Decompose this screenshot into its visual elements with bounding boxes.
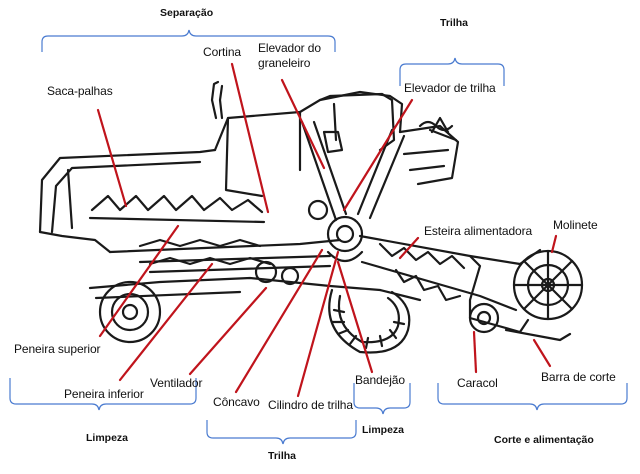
label-bandejao: Bandejão bbox=[355, 373, 405, 387]
label-elevador-trilha: Elevador de trilha bbox=[404, 81, 496, 95]
pointer-saca-palhas bbox=[96, 108, 128, 208]
pointer-concavo bbox=[234, 248, 324, 394]
pointer-elevador-graneleiro bbox=[280, 78, 326, 170]
pointer-peneira-superior bbox=[98, 224, 180, 338]
label-molinete: Molinete bbox=[553, 218, 598, 232]
pointer-ventilador bbox=[188, 286, 268, 376]
group-title-trilha-bottom: Trilha bbox=[268, 450, 297, 462]
pointer-cilindro bbox=[296, 250, 340, 398]
pointer-bandejao bbox=[336, 260, 374, 374]
label-cortina: Cortina bbox=[203, 45, 241, 59]
pointer-peneira-inferior bbox=[118, 262, 214, 382]
bracket-corte bbox=[437, 383, 628, 411]
bracket-limpeza-mid bbox=[353, 383, 411, 415]
bracket-trilha-top bbox=[399, 57, 505, 86]
label-peneira-superior: Peneira superior bbox=[14, 342, 101, 356]
group-title-corte: Corte e alimentação bbox=[494, 434, 594, 446]
group-title-separacao: Separação bbox=[160, 7, 214, 19]
label-caracol: Caracol bbox=[457, 376, 498, 390]
pointer-molinete bbox=[550, 234, 558, 254]
bracket-separacao bbox=[41, 29, 336, 52]
label-barra-corte: Barra de corte bbox=[541, 370, 616, 384]
bracket-trilha-bottom bbox=[206, 420, 357, 445]
bracket-limpeza-left bbox=[9, 378, 197, 411]
pointer-cortina bbox=[230, 62, 270, 214]
group-title-limpeza-mid: Limpeza bbox=[362, 424, 405, 436]
pointer-lines bbox=[96, 62, 558, 398]
label-ventilador: Ventilador bbox=[150, 376, 203, 390]
group-title-trilha-top: Trilha bbox=[440, 17, 469, 29]
label-esteira-alimentadora: Esteira alimentadora bbox=[424, 224, 533, 238]
label-concavo: Côncavo bbox=[213, 395, 260, 409]
label-elevador-graneleiro-line1: Elevador do bbox=[258, 41, 321, 55]
group-brackets bbox=[9, 29, 628, 445]
pointer-caracol bbox=[472, 330, 478, 374]
label-peneira-inferior: Peneira inferior bbox=[64, 387, 144, 401]
label-cilindro-trilha: Cilindro de trilha bbox=[268, 398, 353, 412]
machine-body bbox=[38, 80, 584, 354]
pointer-barra-corte bbox=[532, 338, 552, 368]
pointer-elevador-trilha bbox=[342, 98, 414, 212]
label-elevador-graneleiro-line2: graneleiro bbox=[258, 56, 311, 70]
pointer-esteira bbox=[398, 236, 420, 260]
label-saca-palhas: Saca-palhas bbox=[47, 84, 113, 98]
group-title-limpeza-left: Limpeza bbox=[86, 432, 129, 444]
